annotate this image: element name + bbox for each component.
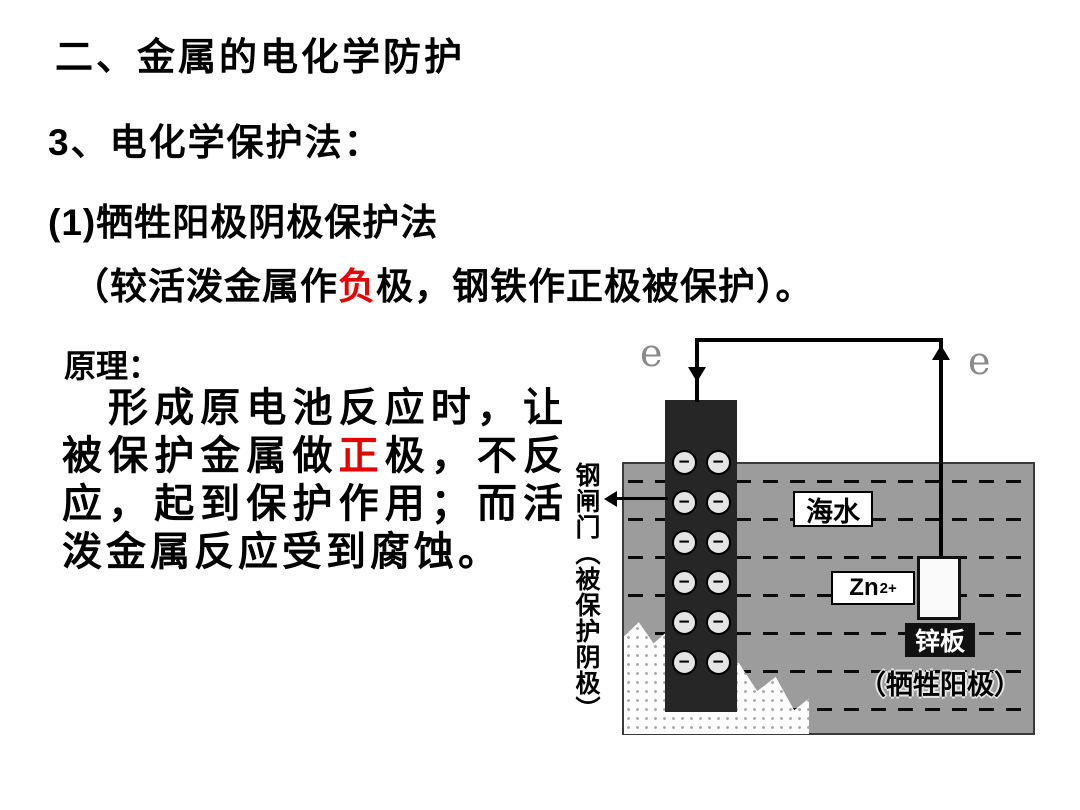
negative-charge-icon: − bbox=[705, 650, 731, 675]
negative-charge-icon: − bbox=[705, 530, 731, 555]
negative-charge-icon: − bbox=[671, 570, 697, 595]
water-dash-line bbox=[628, 556, 1029, 559]
electron-label-left: e bbox=[640, 331, 663, 375]
paren-note-post: 极，钢铁作正极被保护）。 bbox=[376, 266, 814, 307]
slide-title: 二、金属的电化学防护 bbox=[55, 37, 466, 79]
method-heading: 3、电化学保护法： bbox=[48, 122, 383, 163]
principle-paragraph: 形成原电池反应时，让被保护金属做正极，不反应，起到保护作用；而活泼金属反应受到腐… bbox=[62, 384, 567, 576]
zinc-plate bbox=[917, 556, 961, 620]
negative-charge-icon: − bbox=[705, 610, 731, 635]
principle-body-post: 极，不反应，起到保护作用；而活泼金属反应受到腐蚀。 bbox=[62, 434, 568, 574]
principle-body-pre: 形成原电池反应时，让被保护金属做 bbox=[62, 386, 567, 478]
item-heading: (1)牺牲阳极阴极保护法 bbox=[48, 202, 439, 243]
seawater-label: 海水 bbox=[793, 491, 873, 527]
electron-flow-down-arrow-icon bbox=[688, 367, 706, 382]
negative-charge-icon: − bbox=[671, 610, 697, 635]
water-dash-line bbox=[628, 708, 1029, 711]
steel-gate-electrode: − − − − − − − − − − − − bbox=[665, 400, 737, 712]
zinc-ion-charge: 2+ bbox=[879, 579, 897, 597]
circuit-wire-top bbox=[695, 338, 943, 342]
electron-flow-up-arrow-icon bbox=[932, 345, 950, 360]
circuit-wire-right bbox=[939, 338, 943, 560]
water-dash-line bbox=[628, 632, 1029, 635]
water-dash-line bbox=[628, 594, 1029, 597]
negative-charge-icon: − bbox=[671, 490, 697, 515]
water-dash-line bbox=[628, 670, 1029, 673]
negative-charge-icon: − bbox=[671, 530, 697, 555]
negative-charge-icon: − bbox=[671, 650, 697, 675]
sacrificial-anode-diagram: − − − − − − − − − − − − e e 钢闸门（被保护阴极） 海… bbox=[560, 325, 1080, 757]
electron-label-right: e bbox=[968, 339, 991, 383]
principle-label: 原理： bbox=[64, 348, 161, 384]
negative-charge-icon: − bbox=[671, 450, 697, 475]
gate-pointer-line bbox=[616, 497, 668, 500]
water-dash-line bbox=[628, 480, 1029, 483]
negative-charge-icon: − bbox=[705, 450, 731, 475]
negative-charge-icon: − bbox=[705, 570, 731, 595]
negative-charge-icon: − bbox=[705, 490, 731, 515]
zinc-plate-label: 锌板 bbox=[905, 623, 975, 657]
principle-emphasis: 正 bbox=[338, 434, 385, 478]
steel-gate-label: 钢闸门（被保护阴极） bbox=[572, 462, 600, 722]
paren-note-pre: （较活泼金属作 bbox=[72, 266, 338, 307]
gate-pointer-arrow-icon bbox=[604, 491, 617, 507]
sacrificial-anode-label: （牺牲阳极） bbox=[859, 670, 1021, 700]
paren-note: （较活泼金属作负极，钢铁作正极被保护）。 bbox=[72, 256, 814, 310]
zinc-ion-base: Zn bbox=[849, 574, 879, 601]
paren-note-emphasis: 负 bbox=[338, 266, 376, 307]
